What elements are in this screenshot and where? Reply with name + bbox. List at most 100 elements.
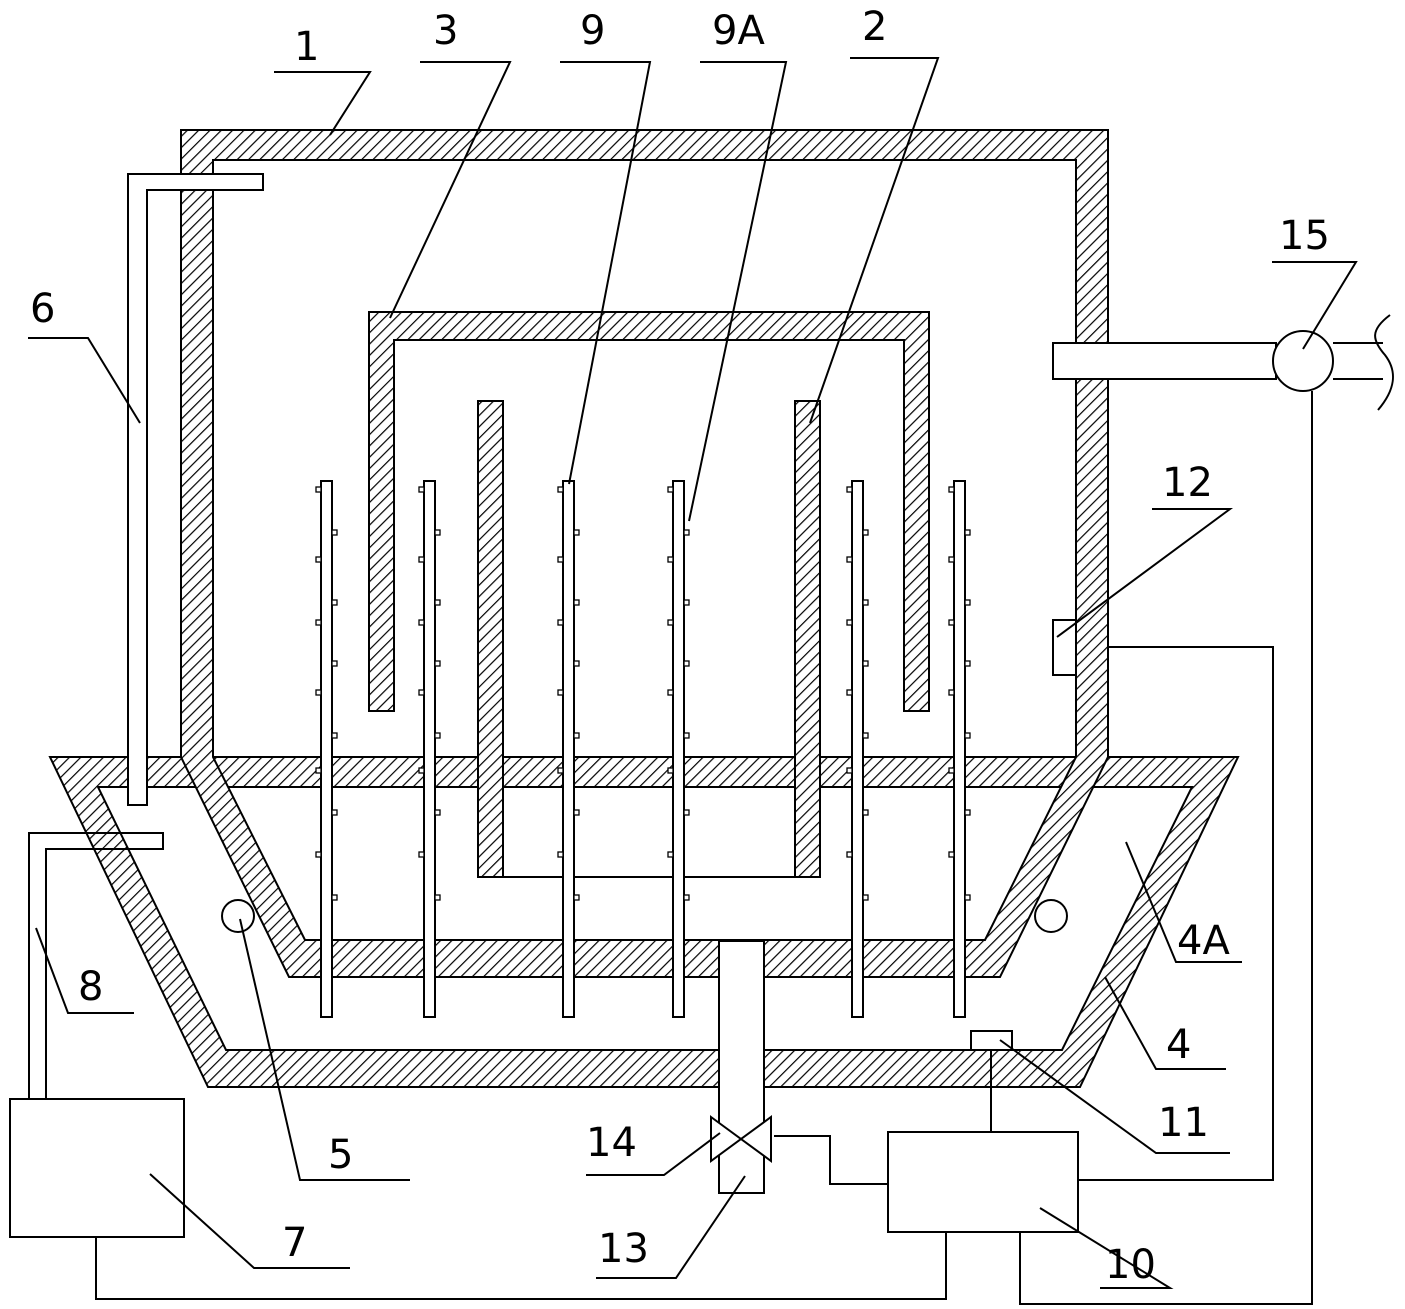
- roller-5-right: [1034, 899, 1068, 933]
- nozzle-9a-left: [948, 486, 955, 493]
- nozzle-9a-left: [948, 556, 955, 563]
- sensor-12: [1052, 619, 1077, 676]
- nozzle-9a-left: [846, 689, 853, 696]
- nozzle-9a-right: [964, 660, 971, 667]
- nozzle-9a-left: [667, 556, 674, 563]
- heating-rod-6: [953, 480, 966, 1018]
- label-15: 15: [1279, 213, 1330, 259]
- nozzle-9a-right: [964, 529, 971, 536]
- pipe-break-symbol: [1374, 314, 1395, 411]
- exhaust-pipe: [1052, 342, 1277, 380]
- heating-rod-4: [672, 480, 685, 1018]
- heating-rod-1: [320, 480, 333, 1018]
- nozzle-9a-left: [557, 486, 564, 493]
- crucible-2-right-wall: [794, 400, 821, 878]
- nozzle-9a-right: [331, 809, 338, 816]
- outer-tank-4-wall: [48, 756, 1240, 1088]
- nozzle-9a-right: [573, 599, 580, 606]
- nozzle-9a-left: [557, 556, 564, 563]
- nozzle-9a-left: [846, 851, 853, 858]
- nozzle-9a-left: [315, 619, 322, 626]
- crucible-2-left-wall: [477, 400, 504, 878]
- label-11: 11: [1158, 1100, 1209, 1146]
- nozzle-9a-right: [964, 809, 971, 816]
- heating-rods-9: [315, 480, 971, 1018]
- nozzle-9a-left: [418, 689, 425, 696]
- label-3: 3: [433, 8, 458, 54]
- nozzle-9a-left: [846, 556, 853, 563]
- label-1: 1: [294, 24, 319, 70]
- nozzle-9a-right: [434, 529, 441, 536]
- nozzle-9a-left: [667, 851, 674, 858]
- nozzle-9a-left: [315, 851, 322, 858]
- nozzle-9a-left: [948, 851, 955, 858]
- controller-10: [887, 1131, 1079, 1233]
- nozzle-9a-left: [418, 486, 425, 493]
- nozzle-9a-left: [948, 619, 955, 626]
- nozzle-9a-left: [557, 767, 564, 774]
- nozzle-9a-left: [315, 689, 322, 696]
- pipe-8: [28, 832, 164, 1099]
- label-4: 4: [1166, 1022, 1191, 1068]
- nozzle-9a-right: [331, 732, 338, 739]
- label-9a: 9A: [712, 8, 765, 54]
- nozzle-9a-left: [315, 486, 322, 493]
- nozzle-9a-left: [667, 486, 674, 493]
- chamber-1-wall: [180, 129, 1109, 978]
- nozzle-9a-left: [418, 767, 425, 774]
- nozzle-9a-right: [434, 732, 441, 739]
- nozzle-9a-left: [667, 689, 674, 696]
- leader-lines: [28, 57, 1358, 1289]
- nozzle-9a-right: [862, 894, 869, 901]
- nozzle-9a-left: [846, 767, 853, 774]
- nozzle-9a-right: [964, 732, 971, 739]
- nozzle-9a-right: [862, 809, 869, 816]
- nozzle-9a-right: [573, 894, 580, 901]
- nozzle-9a-right: [862, 529, 869, 536]
- heating-rod-2: [423, 480, 436, 1018]
- nozzle-9a-right: [331, 529, 338, 536]
- label-4a: 4A: [1177, 918, 1230, 964]
- wiring: [95, 391, 1313, 1305]
- nozzle-9a-left: [418, 619, 425, 626]
- label-10: 10: [1105, 1242, 1156, 1288]
- nozzle-9a-right: [331, 894, 338, 901]
- nozzle-9a-right: [573, 809, 580, 816]
- nozzle-9a-right: [573, 529, 580, 536]
- nozzle-9a-right: [434, 809, 441, 816]
- nozzle-9a-left: [846, 619, 853, 626]
- nozzle-9a-right: [683, 732, 690, 739]
- nozzle-9a-right: [862, 732, 869, 739]
- cover-3: [368, 311, 930, 712]
- nozzle-9a-right: [683, 599, 690, 606]
- nozzle-9a-left: [667, 619, 674, 626]
- pump-15: [1272, 330, 1334, 392]
- label-8: 8: [78, 964, 103, 1010]
- label-14: 14: [586, 1120, 637, 1166]
- nozzle-9a-right: [573, 660, 580, 667]
- nozzle-9a-right: [683, 529, 690, 536]
- label-9: 9: [580, 8, 605, 54]
- roller-5-left: [221, 899, 255, 933]
- label-5: 5: [328, 1132, 353, 1178]
- label-2: 2: [862, 4, 887, 50]
- nozzle-9a-left: [557, 851, 564, 858]
- heating-rod-3: [562, 480, 575, 1018]
- nozzle-9a-left: [418, 851, 425, 858]
- sensor-11: [970, 1030, 1013, 1051]
- nozzle-9a-left: [315, 556, 322, 563]
- nozzle-9a-right: [862, 660, 869, 667]
- nozzle-9a-left: [667, 767, 674, 774]
- nozzle-9a-left: [557, 619, 564, 626]
- nozzle-9a-right: [683, 660, 690, 667]
- reservoir-7: [9, 1098, 185, 1238]
- nozzle-9a-right: [683, 894, 690, 901]
- nozzle-9a-right: [331, 660, 338, 667]
- nozzle-9a-left: [846, 486, 853, 493]
- nozzle-9a-right: [964, 894, 971, 901]
- label-12: 12: [1162, 460, 1213, 506]
- nozzle-9a-right: [862, 599, 869, 606]
- nozzle-9a-left: [315, 767, 322, 774]
- heating-rod-5: [851, 480, 864, 1018]
